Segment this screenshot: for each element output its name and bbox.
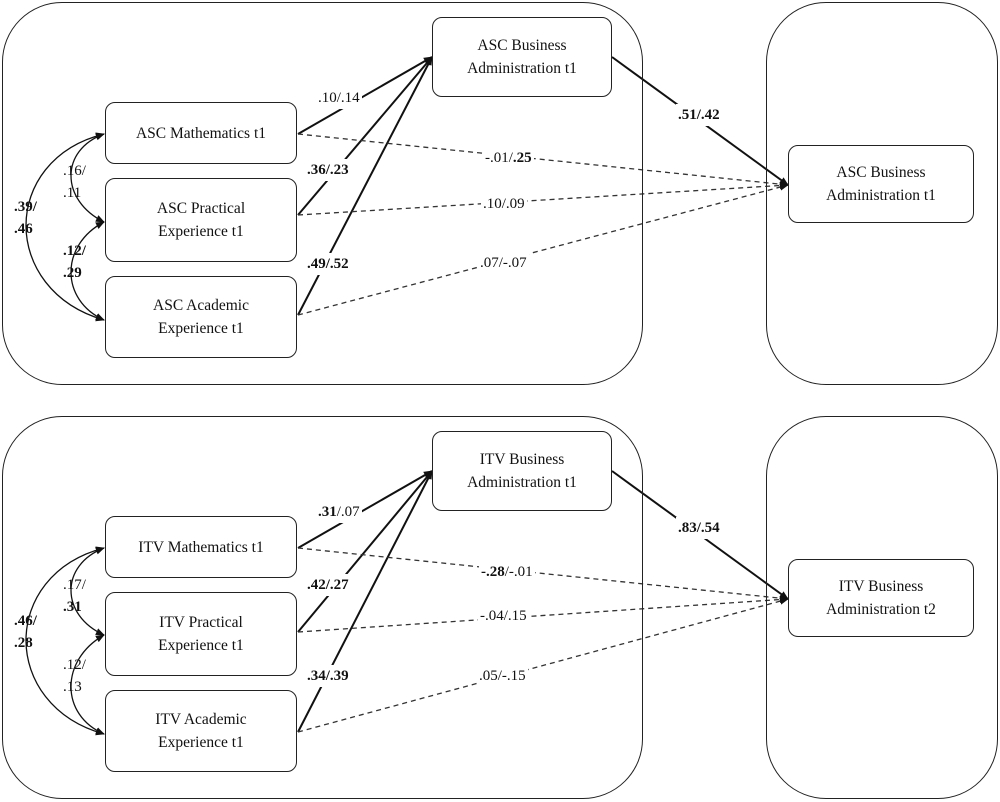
- asc-path-practical-to-mediator: [297, 56, 433, 216]
- node-label-line2: Administration t1: [826, 187, 936, 204]
- node-label-line1: ASC Practical: [156, 200, 246, 217]
- node-label-line2: Experience t1: [158, 734, 244, 751]
- itv-dashed-practical-to-outcome: [297, 595, 789, 633]
- asc-coef-math-mediator: .10/.14: [316, 87, 362, 109]
- coef-part-a: .31: [318, 504, 337, 520]
- asc-coef-dashed-practical: .10/.09: [481, 193, 527, 215]
- itv-corr-lower-top: .12/: [63, 657, 86, 673]
- asc-mathematics-node: ASC Mathematics t1: [105, 102, 297, 164]
- itv-path-math-to-mediator: [297, 470, 433, 549]
- itv-corr-outer-top: .46/: [14, 613, 37, 629]
- asc-coef-academic-mediator: .49/.52: [305, 253, 351, 275]
- node-label-line1: ASC Business: [836, 164, 926, 181]
- asc-coef-practical-mediator: .36/.23: [305, 159, 351, 181]
- coef-part-b: /-.01: [504, 564, 533, 580]
- asc-path-math-to-mediator: [297, 56, 433, 135]
- coef-part-a: -.28: [481, 564, 505, 580]
- itv-dashed-math-to-outcome: [297, 547, 789, 602]
- itv-corr-upper-bottom: .31: [63, 599, 82, 615]
- itv-corr-lower-arc: [70, 634, 105, 735]
- coef-part-b: /.07: [336, 504, 360, 520]
- itv-mathematics-node: ITV Mathematics t1: [105, 516, 297, 578]
- node-label-line1: ITV Academic: [155, 711, 247, 728]
- itv-left-panel: [2, 416, 643, 799]
- asc-corr-lower-top: .12/: [63, 243, 86, 259]
- asc-dashed-academic-to-outcome: [297, 183, 789, 316]
- itv-corr-lower-bottom: .13: [63, 679, 82, 695]
- node-label-line1: ASC Business: [477, 37, 567, 54]
- asc-corr-lower-bottom: .29: [63, 265, 82, 281]
- itv-coef-practical-mediator: .42/.27: [305, 574, 351, 596]
- asc-coef-dashed-academic: .07/-.07: [478, 252, 529, 274]
- node-label-line2: Administration t1: [467, 60, 577, 77]
- itv-corr-outer-bottom: .28: [14, 635, 33, 651]
- node-label-line2: Experience t1: [158, 637, 244, 654]
- itv-corr-upper-arc: [70, 547, 105, 636]
- itv-coef-math-mediator: .31/.07: [316, 501, 362, 523]
- itv-right-panel: [766, 416, 998, 799]
- asc-dashed-math-to-outcome: [297, 133, 789, 188]
- itv-coef-mediator-outcome: .83/.54: [676, 517, 722, 539]
- asc-corr-outer-bottom: .46: [14, 221, 33, 237]
- asc-left-panel: [2, 2, 643, 385]
- node-label-line2: Administration t2: [826, 601, 936, 618]
- asc-corr-upper-bottom: .11: [63, 185, 82, 201]
- itv-coef-academic-mediator: .34/.39: [305, 665, 351, 687]
- asc-dashed-practical-to-outcome: [297, 181, 789, 216]
- coef-part-b: .25: [512, 150, 532, 166]
- node-label-line1: ITV Practical: [159, 614, 243, 631]
- asc-coef-dashed-math: -.01/.25: [483, 147, 534, 169]
- node-label-line2: Administration t1: [467, 474, 577, 491]
- itv-corr-outer-arc: [25, 546, 105, 736]
- asc-corr-outer-arc: [25, 132, 105, 322]
- itv-corr-upper-top: .17/: [63, 577, 86, 593]
- itv-coef-dashed-practical: -.04/.15: [478, 605, 529, 627]
- asc-coef-mediator-outcome: .51/.42: [676, 104, 722, 126]
- asc-right-panel: [766, 2, 998, 385]
- itv-coef-dashed-math: -.28/-.01: [479, 561, 535, 583]
- node-label-line2: Experience t1: [158, 320, 244, 337]
- node-label-line2: Experience t1: [158, 223, 244, 240]
- itv-path-academic-to-mediator: [297, 470, 433, 733]
- asc-corr-upper-arc: [70, 133, 105, 223]
- coef-part-a: -.01/: [485, 150, 513, 166]
- node-label: ASC Mathematics t1: [135, 124, 267, 142]
- node-label-line1: ITV Business: [838, 578, 924, 595]
- asc-corr-outer-top: .39/: [14, 199, 37, 215]
- asc-corr-upper-top: .16/: [63, 163, 86, 179]
- node-label: ITV Mathematics t1: [138, 538, 264, 556]
- node-label-line1: ITV Business: [479, 451, 565, 468]
- asc-corr-lower-arc: [70, 221, 105, 321]
- itv-dashed-academic-to-outcome: [297, 597, 789, 733]
- node-label-line1: ASC Academic: [153, 297, 249, 314]
- itv-path-practical-to-mediator: [297, 470, 433, 633]
- itv-coef-dashed-academic: .05/-.15: [477, 665, 528, 687]
